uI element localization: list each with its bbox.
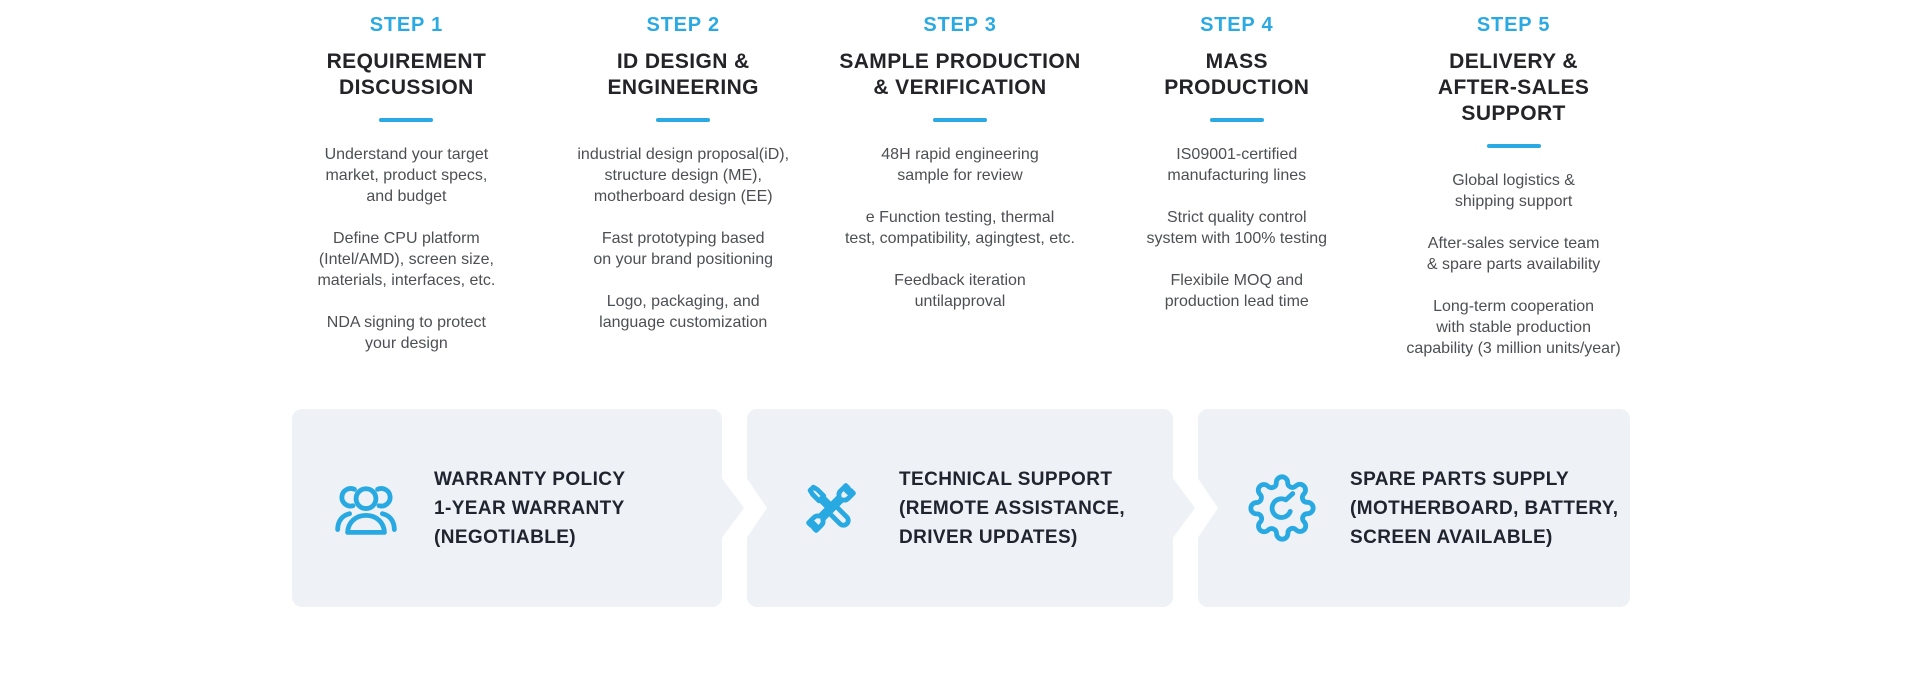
technical-support-card-text: TECHNICAL SUPPORT (REMOTE ASSISTANCE, DR… xyxy=(899,468,1126,548)
step-column-4: STEP 4 MASS PRODUCTION IS09001-certified… xyxy=(1098,14,1375,380)
step-3-label: STEP 3 xyxy=(923,14,997,36)
step-5-divider xyxy=(1486,144,1541,148)
benefit-card-technical-support: TECHNICAL SUPPORT (REMOTE ASSISTANCE, DR… xyxy=(746,409,1195,607)
gear-wrench-icon xyxy=(1248,474,1316,542)
card-arrow-right-icon xyxy=(721,477,744,539)
benefit-card-spare-parts: SPARE PARTS SUPPLY (MOTHERBOARD, BATTERY… xyxy=(1197,409,1630,607)
step-3-paragraph: Feedback iteration untilapproval xyxy=(894,272,1026,310)
step-4-paragraph: Flexibile MOQ and production lead time xyxy=(1164,272,1309,310)
step-4-label: STEP 4 xyxy=(1200,14,1274,36)
process-steps-section: STEP 1 REQUIREMENT DISCUSSION Understand… xyxy=(268,14,1652,380)
step-2-paragraph: Fast prototyping based on your brand pos… xyxy=(593,230,774,268)
step-1-paragraph: Understand your target market, product s… xyxy=(324,146,489,205)
step-5-title: DELIVERY & AFTER-SALES SUPPORT xyxy=(1437,50,1590,125)
step-3-divider xyxy=(932,118,987,122)
warranty-card-text: WARRANTY POLICY 1-YEAR WARRANTY (NEGOTIA… xyxy=(434,468,626,548)
step-1-title: REQUIREMENT DISCUSSION xyxy=(326,50,487,99)
step-column-2: STEP 2 ID DESIGN & ENGINEERING industria… xyxy=(545,14,822,380)
step-3-paragraph: e Function testing, thermal test, compat… xyxy=(844,209,1075,247)
step-2-title: ID DESIGN & ENGINEERING xyxy=(607,50,759,99)
card-arrow-notch-icon xyxy=(1197,477,1218,539)
step-1-paragraph: Define CPU platform (Intel/AMD), screen … xyxy=(317,230,496,289)
step-1-paragraph: NDA signing to protect your design xyxy=(326,314,486,352)
step-2-label: STEP 2 xyxy=(646,14,720,36)
step-4-title: MASS PRODUCTION xyxy=(1164,50,1310,99)
step-2-paragraph: Logo, packaging, and language customizat… xyxy=(599,293,768,331)
step-2-divider xyxy=(656,118,711,122)
step-5-paragraph: Global logistics & shipping support xyxy=(1452,172,1575,210)
step-4-paragraph: IS09001-certified manufacturing lines xyxy=(1167,146,1307,184)
step-5-label: STEP 5 xyxy=(1476,14,1551,36)
step-3-title: SAMPLE PRODUCTION & VERIFICATION xyxy=(839,50,1081,99)
step-1-label: STEP 1 xyxy=(369,14,444,36)
card-arrow-right-icon xyxy=(1172,477,1195,539)
step-column-5: STEP 5 DELIVERY & AFTER-SALES SUPPORT Gl… xyxy=(1375,14,1652,380)
spare-parts-card-text: SPARE PARTS SUPPLY (MOTHERBOARD, BATTERY… xyxy=(1350,468,1619,548)
step-column-3: STEP 3 SAMPLE PRODUCTION & VERIFICATION … xyxy=(822,14,1099,380)
step-3-paragraph: 48H rapid engineering sample for review xyxy=(881,146,1039,184)
step-5-paragraph: After-sales service team & spare parts a… xyxy=(1426,235,1601,273)
step-column-1: STEP 1 REQUIREMENT DISCUSSION Understand… xyxy=(268,14,545,380)
tools-icon xyxy=(797,474,865,542)
card-arrow-notch-icon xyxy=(746,477,767,539)
team-icon xyxy=(332,474,400,542)
step-4-paragraph: Strict quality control system with 100% … xyxy=(1146,209,1328,247)
step-4-divider xyxy=(1209,118,1264,122)
step-2-paragraph: industrial design proposal(iD), structur… xyxy=(577,146,790,205)
step-5-paragraph: Long-term cooperation with stable produc… xyxy=(1406,298,1621,357)
step-1-divider xyxy=(379,118,434,122)
benefit-card-warranty: WARRANTY POLICY 1-YEAR WARRANTY (NEGOTIA… xyxy=(292,409,744,607)
